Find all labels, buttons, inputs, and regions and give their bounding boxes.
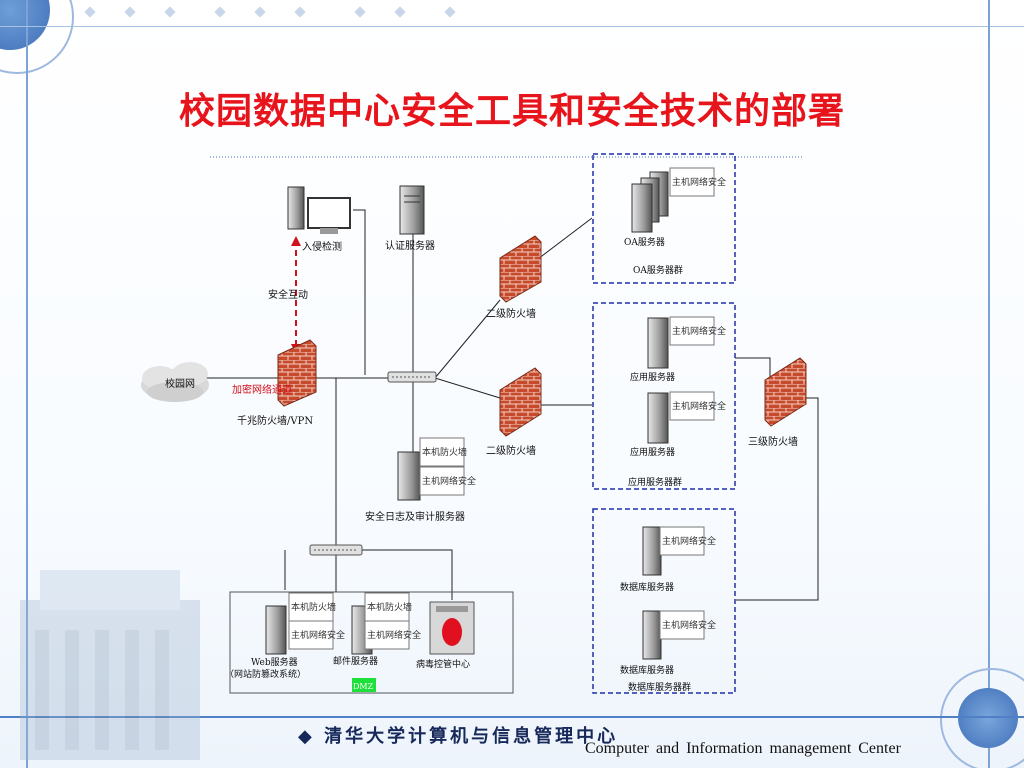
main-firewall-label: 千兆防火墙/VPN xyxy=(237,414,313,427)
db-server-2-label: 数据库服务器 xyxy=(620,664,674,676)
db-server-1-label: 数据库服务器 xyxy=(620,581,674,593)
footer-organization-en: Computer and Information management Cent… xyxy=(585,740,901,757)
dmz-tag xyxy=(352,678,376,692)
main-firewall-icon xyxy=(277,339,317,407)
corner-ring-bottom-right xyxy=(940,668,1024,768)
db-group-box xyxy=(592,508,736,694)
app-server-1-icon xyxy=(647,317,669,369)
virus-center-icon xyxy=(429,601,475,655)
log-server-label: 安全日志及审计服务器 xyxy=(365,510,465,523)
campus-label: 校园网 xyxy=(165,377,195,390)
db-server-1-icon xyxy=(642,526,662,576)
firewall2-mid-label: 二级防火墙 xyxy=(486,444,536,457)
oa-server-label: OA服务器 xyxy=(624,236,665,248)
firewall2-mid-icon xyxy=(499,367,542,437)
badge-app1-net: 主机网络安全 xyxy=(672,325,726,337)
badge-mail-fw: 本机防火墙 xyxy=(367,601,412,613)
bottom-horizontal-rule xyxy=(0,716,1024,718)
vpn-tunnel-label: 加密网络通道 xyxy=(232,383,292,396)
top-horizontal-rule xyxy=(0,26,1024,27)
auth-server-icon xyxy=(399,185,425,235)
web-server-label: Web服务器 xyxy=(251,656,298,668)
slide-title: 校园数据中心安全工具和安全技术的部署 xyxy=(178,90,845,132)
app-group-label: 应用服务器群 xyxy=(628,476,682,488)
badge-log-fw: 本机防火墙 xyxy=(422,446,467,458)
web-server-note: （网站防篡改系统） xyxy=(225,668,306,680)
ids-label: 入侵检测 xyxy=(302,240,342,253)
oa-group-label: OA服务器群 xyxy=(633,264,683,276)
firewall2-top-label: 二级防火墙 xyxy=(486,307,536,320)
footer-cn-text: 清华大学计算机与信息管理中心 xyxy=(324,726,619,747)
app-server-2-label: 应用服务器 xyxy=(630,446,675,458)
db-server-2-icon xyxy=(642,610,662,660)
right-vertical-rule xyxy=(988,0,990,768)
firewall3-icon xyxy=(764,357,807,427)
badge-web-fw: 本机防火墙 xyxy=(291,601,336,613)
badge-app2-net: 主机网络安全 xyxy=(672,400,726,412)
diamond-row xyxy=(84,6,456,18)
web-server-icon xyxy=(265,605,287,655)
ids-workstation-icon xyxy=(287,186,351,234)
badge-db1-net: 主机网络安全 xyxy=(662,535,716,547)
badge-oa-net: 主机网络安全 xyxy=(672,176,726,188)
app-server-2-icon xyxy=(647,392,669,444)
badge-web-net: 主机网络安全 xyxy=(291,629,345,641)
network-links xyxy=(200,209,819,601)
badge-mail-net: 主机网络安全 xyxy=(367,629,421,641)
oa-server-icon xyxy=(631,171,669,233)
top-left-vertical-rule xyxy=(26,0,28,768)
security-interaction-label: 安全互动 xyxy=(268,288,308,301)
db-group-label: 数据库服务器群 xyxy=(628,681,691,693)
log-server-icon xyxy=(397,451,421,501)
footer-diamond-icon: ◆ xyxy=(298,726,315,747)
auth-server-label: 认证服务器 xyxy=(385,239,435,252)
app-server-1-label: 应用服务器 xyxy=(630,371,675,383)
firewall3-label: 三级防火墙 xyxy=(748,435,798,448)
dmz-switch-icon xyxy=(309,544,363,556)
core-switch-icon xyxy=(387,371,437,383)
campus-cloud xyxy=(141,362,209,402)
badge-db2-net: 主机网络安全 xyxy=(662,619,716,631)
dmz-label: DMZ xyxy=(353,682,374,691)
footer-organization-cn: ◆ 清华大学计算机与信息管理中心 xyxy=(298,722,618,748)
dmz-box xyxy=(229,591,514,694)
badge-log-net: 主机网络安全 xyxy=(422,475,476,487)
mail-server-label: 邮件服务器 xyxy=(333,655,378,667)
firewall2-top-icon xyxy=(499,235,542,303)
virus-center-label: 病毒控管中心 xyxy=(416,658,470,670)
host-badges xyxy=(288,167,715,650)
app-group-box xyxy=(592,302,736,490)
campus-building-watermark xyxy=(20,570,200,760)
